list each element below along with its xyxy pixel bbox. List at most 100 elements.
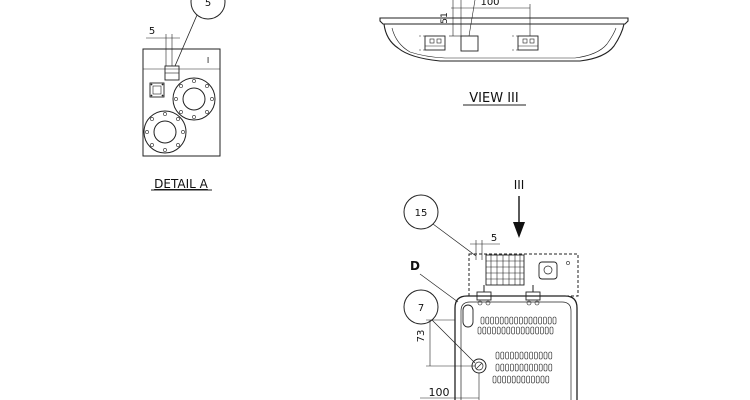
slot <box>526 375 530 384</box>
slot <box>516 375 521 384</box>
label-d: D <box>410 259 420 273</box>
slot <box>529 351 533 360</box>
slot <box>519 316 523 325</box>
bracket-left <box>419 35 446 51</box>
slot <box>495 363 500 372</box>
slot <box>552 316 557 325</box>
slot <box>529 363 533 372</box>
slot <box>535 326 539 335</box>
slot <box>549 326 554 335</box>
bracket-right <box>512 35 539 51</box>
grid-block <box>485 254 525 286</box>
slot <box>520 326 525 335</box>
slot <box>507 375 511 384</box>
slot <box>519 351 524 360</box>
detail-a-title: DETAIL A <box>154 177 208 191</box>
slot <box>534 351 538 360</box>
slot <box>544 326 549 335</box>
tank-hull <box>383 23 625 62</box>
tank-body <box>454 295 578 400</box>
slot <box>524 351 529 360</box>
slot <box>543 363 548 372</box>
slot <box>538 351 543 360</box>
slot <box>530 326 535 335</box>
slot <box>516 326 520 335</box>
slot <box>525 326 530 335</box>
slot <box>500 363 505 372</box>
slot <box>523 316 528 325</box>
slot <box>492 326 496 335</box>
view-arrow-label: III <box>514 178 525 192</box>
slot <box>514 351 519 360</box>
balloon-7-label: 7 <box>418 303 424 314</box>
slot <box>501 326 506 335</box>
balloon-5 <box>190 0 226 20</box>
slot <box>485 316 490 325</box>
slot <box>496 326 501 335</box>
slot <box>540 375 545 384</box>
flange-lower <box>143 110 187 154</box>
clamp-left <box>476 285 492 306</box>
slot <box>510 351 514 360</box>
slot <box>545 375 550 384</box>
slot <box>482 326 487 335</box>
slot <box>487 326 491 335</box>
sensor-box <box>460 35 479 52</box>
slot <box>524 363 529 372</box>
slot <box>495 316 499 325</box>
detail-a-plate <box>142 48 221 157</box>
slot <box>504 316 509 325</box>
main-view: III 15 5 D <box>403 178 579 400</box>
view-iii: 100 51 VIEW III <box>379 0 629 106</box>
main-dim-5-label: 5 <box>491 233 497 244</box>
slot <box>490 316 494 325</box>
balloon-15 <box>403 194 439 230</box>
view-iii-dim-51: 51 <box>440 12 450 23</box>
slot <box>548 351 553 360</box>
balloon-7 <box>403 289 439 325</box>
mark-1: I <box>207 56 209 65</box>
slot <box>506 326 511 335</box>
slot <box>540 326 544 335</box>
slot-rows <box>477 316 557 384</box>
slot <box>538 363 543 372</box>
slot <box>477 326 482 335</box>
flange-upper <box>172 77 216 121</box>
slot <box>535 375 540 384</box>
slot <box>514 363 519 372</box>
slot <box>502 375 506 384</box>
oval-vent <box>462 304 474 328</box>
slot <box>519 363 524 372</box>
slot <box>505 363 509 372</box>
upper-plate <box>468 253 579 297</box>
slot <box>509 316 514 325</box>
slot <box>510 363 514 372</box>
slot <box>480 316 485 325</box>
slot <box>500 351 505 360</box>
dim-5-label: 5 <box>149 26 155 37</box>
clamp-right <box>525 285 541 306</box>
slot <box>495 351 500 360</box>
slot <box>511 375 516 384</box>
slot <box>547 316 552 325</box>
slot <box>511 326 515 335</box>
cap-square <box>538 261 558 280</box>
main-dim-100-label: 100 <box>429 386 450 399</box>
balloon-5-label: 5 <box>205 0 211 9</box>
slot <box>499 316 504 325</box>
main-dim-73-label: 73 <box>416 330 427 343</box>
balloon-15-label: 15 <box>415 208 428 219</box>
slot <box>514 316 518 325</box>
slot <box>521 375 526 384</box>
slot <box>538 316 542 325</box>
view-iii-title: VIEW III <box>469 91 518 106</box>
detail-a: 5 5 I <box>142 0 226 191</box>
slot <box>497 375 502 384</box>
view-iii-dim-100: 100 <box>480 0 499 8</box>
slot <box>543 316 547 325</box>
slot <box>534 363 538 372</box>
slot <box>543 351 548 360</box>
slot <box>505 351 509 360</box>
slot <box>548 363 553 372</box>
